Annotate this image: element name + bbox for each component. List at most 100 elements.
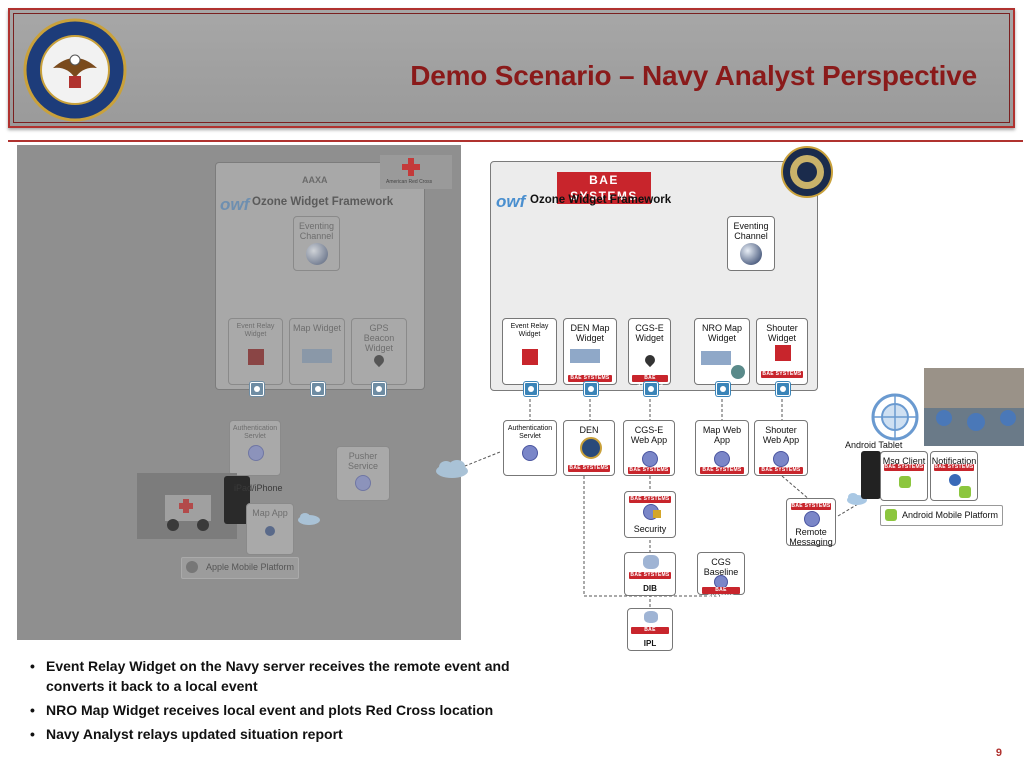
ipl-service: BAE SYSTEMS IPL bbox=[627, 608, 673, 651]
slide-header: Demo Scenario – Navy Analyst Perspective bbox=[8, 8, 1015, 128]
nro-map-widget: NRO Map Widget bbox=[694, 318, 750, 385]
world-map-icon bbox=[302, 349, 332, 363]
right-event-relay-label: Event Relay Widget bbox=[510, 323, 549, 338]
right-event-relay-icon bbox=[522, 349, 538, 365]
map-app-icon bbox=[265, 526, 275, 536]
remote-messaging-gear-icon bbox=[804, 511, 820, 527]
cgs-e-web-bae-tag: BAE SYSTEMS bbox=[628, 467, 670, 474]
left-gps-beacon-widget: GPS Beacon Widget bbox=[351, 318, 407, 385]
shouter-web-app: Shouter Web App BAE SYSTEMS bbox=[754, 420, 808, 476]
msg-client-android-icon bbox=[899, 476, 911, 488]
left-gps-label: GPS Beacon Widget bbox=[363, 323, 395, 353]
android-platform-label: Android Mobile Platform bbox=[902, 510, 999, 520]
msg-client-label: Msg Client bbox=[882, 456, 926, 466]
right-event-relay-widget: Event Relay Widget bbox=[502, 318, 557, 385]
right-port-2 bbox=[584, 382, 598, 396]
right-port-1 bbox=[524, 382, 538, 396]
apple-platform-label: Apple Mobile Platform bbox=[206, 562, 295, 572]
ipad-label: iPad/iPhone bbox=[234, 483, 283, 493]
right-owf-logo: owf bbox=[496, 192, 526, 211]
ipad-device-icon bbox=[224, 476, 250, 524]
map-web-bae-tag: BAE SYSTEMS bbox=[700, 467, 744, 474]
ipl-database-icon bbox=[644, 611, 658, 623]
map-web-app-label: Map Web App bbox=[702, 425, 742, 445]
left-auth-label: Authentication Servlet bbox=[232, 425, 278, 440]
android-tablet-device-icon bbox=[861, 451, 881, 499]
remote-messaging-bae-tag: BAE SYSTEMS bbox=[791, 503, 831, 510]
nro-world-map-icon bbox=[701, 351, 731, 365]
notification: Notification BAE SYSTEMS bbox=[930, 451, 978, 501]
shouter-widget-label: Shouter Widget bbox=[766, 323, 798, 343]
title-divider bbox=[8, 140, 1023, 142]
map-app-label: Map App bbox=[252, 508, 288, 518]
left-port-2 bbox=[311, 382, 325, 396]
location-pin-icon bbox=[371, 352, 387, 368]
navy-seal-icon bbox=[781, 146, 833, 198]
lock-icon bbox=[653, 510, 661, 518]
left-pusher-service: Pusher Service bbox=[336, 446, 390, 501]
ipl-label: IPL bbox=[643, 639, 657, 648]
cgs-e-widget: CGS-E Widget BAE SYSTEMS bbox=[628, 318, 671, 388]
right-auth-gear-icon bbox=[522, 445, 538, 461]
nro-seal-icon bbox=[731, 365, 745, 379]
security-bae-tag: BAE SYSTEMS bbox=[629, 496, 671, 503]
den-logo-icon bbox=[580, 437, 602, 459]
header-frame bbox=[13, 13, 1010, 123]
page-title: Demo Scenario – Navy Analyst Perspective bbox=[410, 60, 977, 91]
cgs-e-widget-label: CGS-E Widget bbox=[635, 323, 664, 343]
den-label: DEN bbox=[579, 425, 599, 435]
dib-label: DIB bbox=[643, 584, 657, 593]
left-owf-logo: owf bbox=[220, 195, 250, 214]
cloud-icon bbox=[436, 460, 468, 478]
cgs-e-web-app: CGS-E Web App BAE SYSTEMS bbox=[623, 420, 675, 476]
dib-database-icon bbox=[643, 555, 659, 569]
den-world-map-icon bbox=[570, 349, 600, 363]
left-framework-title: Ozone Widget Framework bbox=[252, 196, 394, 208]
notification-android-icon bbox=[959, 486, 971, 498]
svg-text:AAXA: AAXA bbox=[302, 175, 328, 185]
den-service-bae-tag: BAE SYSTEMS bbox=[568, 465, 610, 472]
dib-service: BAE SYSTEMS DIB bbox=[624, 552, 676, 596]
peacekeepers-image-icon bbox=[924, 368, 1024, 431]
remote-messaging-label: Remote Messaging bbox=[789, 527, 833, 547]
cgs-e-bae-tag: BAE SYSTEMS bbox=[632, 375, 668, 388]
red-cross-icon bbox=[402, 158, 420, 176]
right-framework-title: Ozone Widget Framework bbox=[530, 194, 672, 206]
shouter-widget: Shouter Widget BAE SYSTEMS bbox=[756, 318, 808, 385]
android-tablet-label: Android Tablet bbox=[845, 440, 903, 450]
eventing-globe-icon bbox=[306, 243, 328, 265]
vehicle-photo bbox=[137, 473, 237, 539]
msg-client: Msg Client BAE SYSTEMS bbox=[880, 451, 928, 501]
notification-info-icon bbox=[949, 474, 961, 486]
left-event-relay-widget: Event Relay Widget bbox=[228, 318, 283, 385]
right-auth-label: Authentication Servlet bbox=[507, 425, 553, 440]
left-cloud-small-icon bbox=[298, 513, 320, 525]
cgs-e-web-app-label: CGS-E Web App bbox=[630, 425, 668, 445]
bullet-list: Event Relay Widget on the Navy server re… bbox=[28, 656, 528, 748]
notification-bae-tag: BAE SYSTEMS bbox=[934, 464, 974, 471]
right-port-4 bbox=[716, 382, 730, 396]
bullet-1: Event Relay Widget on the Navy server re… bbox=[28, 656, 528, 696]
left-pusher-label: Pusher Service bbox=[347, 451, 378, 471]
shouter-web-bae-tag: BAE SYSTEMS bbox=[759, 467, 803, 474]
left-map-widget: Map Widget bbox=[289, 318, 345, 385]
right-eventing-globe-icon bbox=[740, 243, 762, 265]
den-service: DEN BAE SYSTEMS bbox=[563, 420, 615, 476]
shouter-bae-tag: BAE SYSTEMS bbox=[761, 371, 803, 378]
united-nations-logo-icon bbox=[871, 393, 919, 441]
security-service: BAE SYSTEMS Security bbox=[624, 491, 676, 538]
ipl-bae-tag: BAE SYSTEMS bbox=[631, 627, 669, 640]
left-port-3 bbox=[372, 382, 386, 396]
bae-systems-logo: BAE SYSTEMS bbox=[557, 172, 651, 204]
right-port-3 bbox=[644, 382, 658, 396]
event-relay-icon bbox=[248, 349, 264, 365]
aaxa-logo-icon: AAXA bbox=[302, 175, 328, 185]
apple-icon bbox=[186, 561, 198, 573]
cgs-pin-icon bbox=[642, 352, 658, 368]
cgs-baseline: CGS Baseline BAE SYSTEMS bbox=[697, 552, 745, 600]
truck-image-icon bbox=[165, 495, 211, 531]
bullet-3: Navy Analyst relays updated situation re… bbox=[28, 724, 528, 744]
apple-mobile-platform: Apple Mobile Platform bbox=[181, 557, 299, 579]
map-web-gear-icon bbox=[714, 451, 730, 467]
left-port-1 bbox=[250, 382, 264, 396]
